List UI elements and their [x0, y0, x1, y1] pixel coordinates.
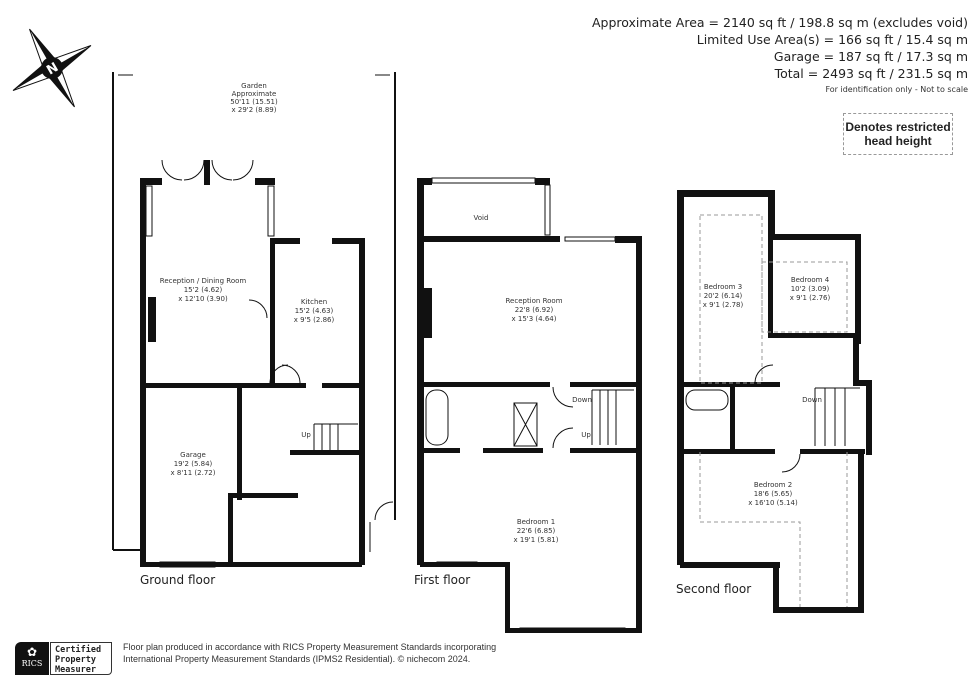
- room-reception-name: Reception Room: [505, 297, 562, 305]
- floor-label-second: Second floor: [676, 582, 751, 596]
- room-reception-dining-line: x 12'10 (3.90): [178, 295, 228, 303]
- room-bedroom2-name: Bedroom 2: [754, 481, 792, 489]
- badge-line: Measurer: [55, 665, 96, 675]
- room-bedroom2-line: 18'6 (5.65): [754, 490, 793, 498]
- garage-area: Garage = 187 sq ft / 17.3 sq m: [773, 49, 968, 64]
- badge-line: Property: [55, 655, 96, 665]
- room-bedroom1-line: 22'6 (6.85): [517, 527, 556, 535]
- room-bedroom3-line: x 9'1 (2.78): [703, 301, 744, 309]
- room-garage-name: Garage: [180, 451, 206, 459]
- first-floor-plan: Void Reception Room 22'8 (6.92) x 15'3 (…: [414, 177, 642, 633]
- room-garden-line: 50'11 (15.51): [230, 98, 278, 106]
- footer-line: Floor plan produced in accordance with R…: [123, 642, 497, 652]
- room-garage-line: x 8'11 (2.72): [171, 469, 216, 477]
- ground-floor-plan: Garden Approximate 50'11 (15.51) x 29'2 …: [112, 72, 396, 587]
- second-floor-plan: Bedroom 3 20'2 (6.14) x 9'1 (2.78) Bedro…: [676, 190, 872, 613]
- room-reception-dining-name: Reception / Dining Room: [160, 277, 247, 285]
- restricted-height-legend: Denotes restricted head height: [843, 113, 953, 155]
- floor-label-first: First floor: [414, 573, 470, 587]
- footer-note: Floor plan produced in accordance with R…: [123, 641, 496, 665]
- room-bedroom3-name: Bedroom 3: [704, 283, 742, 291]
- room-reception-dining-line: 15'2 (4.62): [184, 286, 223, 294]
- room-kitchen-name: Kitchen: [301, 298, 327, 306]
- approximate-area: Approximate Area = 2140 sq ft / 198.8 sq…: [591, 15, 968, 30]
- room-bedroom2-line: x 16'10 (5.14): [748, 499, 798, 507]
- room-bedroom1-name: Bedroom 1: [517, 518, 555, 526]
- compass-icon: N: [12, 28, 92, 108]
- badge-line: Certified: [55, 645, 102, 655]
- stairs-down-label: Down: [802, 396, 822, 404]
- room-garden-line: x 29'2 (8.89): [232, 106, 277, 114]
- room-bedroom4-name: Bedroom 4: [791, 276, 830, 284]
- stairs-up-label: Up: [581, 431, 591, 439]
- rics-logo: ✿RICS: [15, 642, 49, 675]
- room-garage-line: 19'2 (5.84): [174, 460, 213, 468]
- stairs-down-label: Down: [572, 396, 592, 404]
- certified-badge: Certified Property Measurer: [50, 642, 112, 675]
- room-void-name: Void: [474, 214, 489, 222]
- stairs-up-label: Up: [301, 431, 311, 439]
- floor-label-ground: Ground floor: [140, 573, 215, 587]
- room-kitchen-line: 15'2 (4.63): [295, 307, 334, 315]
- rics-text: RICS: [21, 659, 43, 668]
- room-garden-line: Approximate: [232, 90, 277, 98]
- footer-line: International Property Measurement Stand…: [123, 654, 471, 664]
- room-kitchen-line: x 9'5 (2.86): [294, 316, 335, 324]
- room-bedroom3-line: 20'2 (6.14): [704, 292, 743, 300]
- legend-line: head height: [864, 134, 932, 148]
- limited-use-area: Limited Use Area(s) = 166 sq ft / 15.4 s…: [696, 32, 968, 47]
- room-reception-line: 22'8 (6.92): [515, 306, 554, 314]
- scale-note: For identification only - Not to scale: [825, 85, 968, 94]
- area-summary: Approximate Area = 2140 sq ft / 198.8 sq…: [592, 14, 968, 94]
- room-bedroom4-line: 10'2 (3.09): [791, 285, 830, 293]
- legend-line: Denotes restricted: [845, 120, 951, 134]
- room-bedroom1-line: x 19'1 (5.81): [514, 536, 559, 544]
- room-bedroom4-line: x 9'1 (2.76): [790, 294, 831, 302]
- room-garden-name: Garden: [241, 82, 267, 90]
- room-reception-line: x 15'3 (4.64): [512, 315, 557, 323]
- total-area: Total = 2493 sq ft / 231.5 sq m: [774, 66, 968, 81]
